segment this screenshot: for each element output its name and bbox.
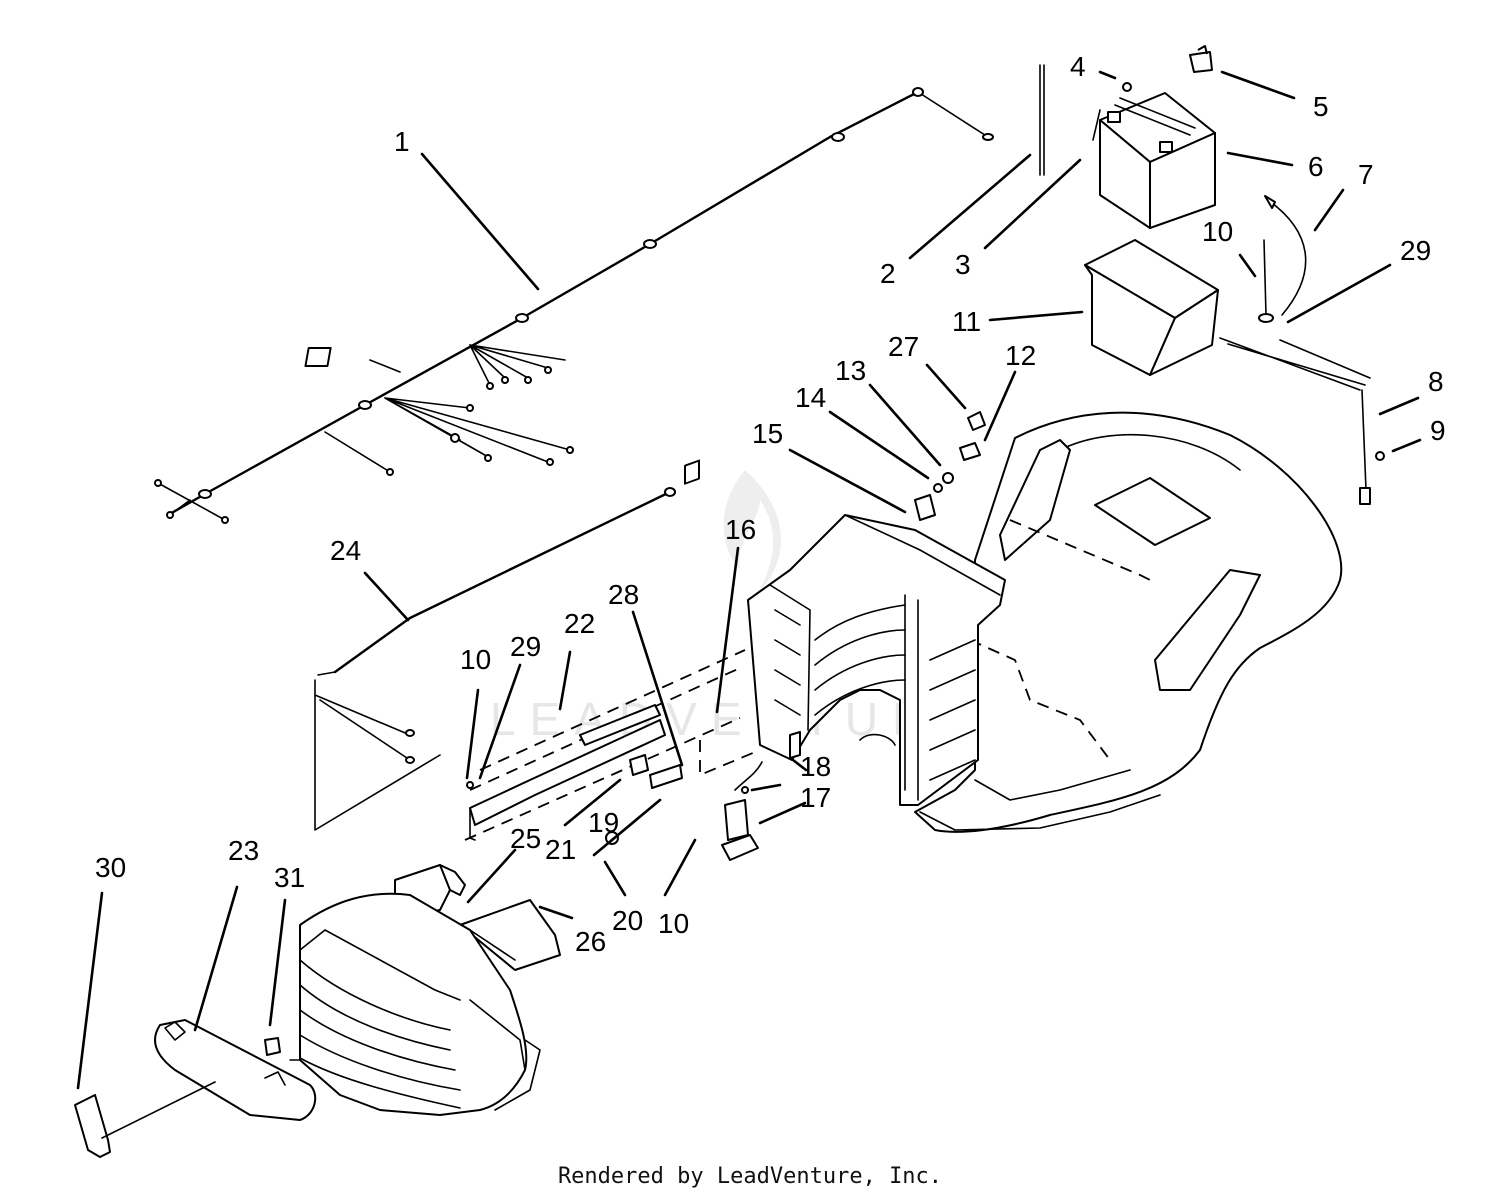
callout-29-left: 29: [510, 631, 541, 662]
ground-cable: [1219, 337, 1385, 505]
callout-2: 2: [880, 258, 896, 289]
watermark: LEADVENTURE: [490, 470, 984, 745]
front-bumper: [154, 1019, 317, 1121]
hood-grille: [289, 892, 541, 1116]
callout-18: 18: [800, 751, 831, 782]
battery-hardware: [1122, 45, 1213, 92]
rear-fender: [914, 411, 1343, 833]
callout-3: 3: [955, 249, 971, 280]
headlight-assembly: [371, 864, 561, 971]
callout-9: 9: [1430, 415, 1446, 446]
battery: [1099, 92, 1216, 229]
battery-bolt: [1258, 239, 1274, 323]
headlight-harness: [314, 487, 676, 831]
callout-7: 7: [1358, 159, 1374, 190]
callout-10-bottom: 10: [658, 908, 689, 939]
callout-22: 22: [564, 608, 595, 639]
callout-31: 31: [274, 862, 305, 893]
callout-29-top: 29: [1400, 235, 1431, 266]
callout-27: 27: [888, 331, 919, 362]
dash-console: [747, 514, 1006, 806]
callout-6: 6: [1308, 151, 1324, 182]
callout-11: 11: [952, 306, 981, 337]
leader-lines: [76, 70, 1422, 1090]
wiring-harness: [154, 87, 994, 524]
callout-24: 24: [330, 535, 361, 566]
callout-30: 30: [95, 852, 126, 883]
callout-10-top: 10: [1202, 216, 1233, 247]
battery-tray: [1084, 239, 1219, 376]
mounting-brackets: [466, 704, 683, 845]
callout-17: 17: [800, 782, 831, 813]
callout-8: 8: [1428, 366, 1444, 397]
ignition-switch-parts: [914, 411, 986, 521]
callout-12: 12: [1005, 340, 1036, 371]
footer-credit: Rendered by LeadVenture, Inc.: [558, 1164, 942, 1189]
callout-25: 25: [510, 823, 541, 854]
callout-21: 21: [545, 834, 576, 865]
callout-labels: 1 2 3 4 5 6 7 8 9 10 11 12 13 14 15 16 1…: [95, 51, 1446, 957]
callout-10-left: 10: [460, 644, 491, 675]
callout-5: 5: [1313, 91, 1329, 122]
callout-28: 28: [608, 579, 639, 610]
callout-26: 26: [575, 926, 606, 957]
callout-19: 19: [588, 807, 619, 838]
callout-15: 15: [752, 418, 783, 449]
callout-14: 14: [795, 382, 826, 413]
callout-23: 23: [228, 835, 259, 866]
starter-solenoid: [721, 761, 763, 861]
watermark-text: LEADVENTURE: [490, 693, 984, 745]
hood-decal: [74, 1081, 216, 1158]
battery-rods: [1039, 64, 1101, 176]
callout-16: 16: [725, 514, 756, 545]
callout-1: 1: [394, 126, 410, 157]
callout-13: 13: [835, 355, 866, 386]
callout-4: 4: [1070, 51, 1086, 82]
battery-cable: [1264, 195, 1307, 316]
callout-20: 20: [612, 905, 643, 936]
